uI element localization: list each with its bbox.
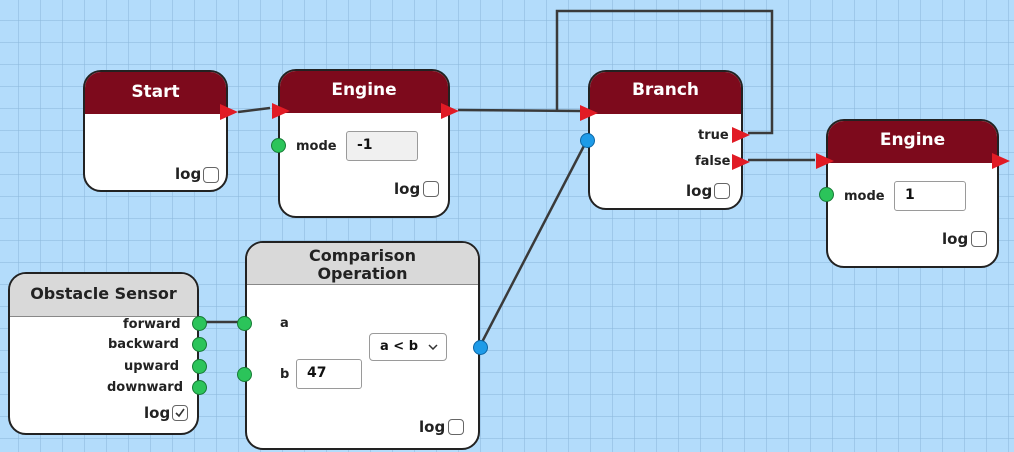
log-checkbox[interactable]	[448, 419, 464, 435]
flow-out-port[interactable]	[441, 103, 459, 119]
condition-input-port[interactable]	[580, 133, 595, 148]
checkmark-icon	[175, 408, 185, 418]
true-label: true	[698, 128, 729, 143]
flow-out-port[interactable]	[220, 104, 238, 120]
forward-output-port[interactable]	[192, 316, 207, 331]
title-line-1: Comparison	[309, 246, 416, 265]
output-label-backward: backward	[108, 337, 179, 352]
log-checkbox[interactable]	[203, 167, 219, 183]
operator-select[interactable]: a < b	[369, 333, 447, 361]
b-value-input[interactable]: 47	[296, 359, 362, 389]
downward-output-port[interactable]	[192, 380, 207, 395]
chevron-down-icon	[428, 344, 438, 350]
log-checkbox[interactable]	[172, 405, 188, 421]
log-label: log	[144, 404, 171, 422]
log-label: log	[686, 182, 713, 200]
result-output-port[interactable]	[473, 340, 488, 355]
comparison-operation-node[interactable]: Comparison Operation a b 47 a < b log	[237, 241, 488, 450]
true-out-port[interactable]	[732, 127, 750, 143]
output-label-downward: downward	[107, 380, 184, 395]
flow-in-port[interactable]	[816, 153, 834, 169]
node-title: Branch	[590, 72, 741, 114]
node-title: Engine	[828, 121, 997, 163]
a-input-port[interactable]	[237, 316, 252, 331]
a-label: a	[280, 316, 289, 331]
log-label: log	[175, 165, 202, 183]
output-label-upward: upward	[124, 359, 180, 374]
operator-value: a < b	[380, 339, 419, 354]
false-label: false	[695, 154, 731, 169]
wire-start-to-engine	[237, 106, 271, 114]
obstacle-sensor-node[interactable]: Obstacle Sensor forward backward upward …	[8, 272, 207, 435]
upward-output-port[interactable]	[192, 359, 207, 374]
mode-input[interactable]: 1	[894, 181, 966, 211]
backward-output-port[interactable]	[192, 337, 207, 352]
node-title: Comparison Operation	[247, 243, 478, 285]
log-label: log	[394, 180, 421, 198]
wire-engine-to-branch	[457, 108, 582, 113]
node-title: Obstacle Sensor	[10, 274, 197, 317]
node-title: Engine	[280, 71, 448, 113]
false-out-port[interactable]	[732, 154, 750, 170]
flow-in-port[interactable]	[272, 103, 290, 119]
log-checkbox[interactable]	[971, 231, 987, 247]
branch-node[interactable]: Branch true false log	[580, 70, 750, 210]
log-label: log	[419, 418, 446, 436]
b-label: b	[280, 367, 290, 382]
engine-node[interactable]: Engine mode 1 log	[816, 119, 1010, 268]
b-input-port[interactable]	[237, 367, 252, 382]
output-label-forward: forward	[123, 317, 181, 332]
flow-in-port[interactable]	[580, 105, 598, 121]
mode-label: mode	[296, 139, 337, 154]
mode-input[interactable]: -1	[346, 131, 418, 161]
engine-node[interactable]: Engine mode -1 log	[271, 69, 459, 218]
log-label: log	[942, 230, 969, 248]
wire-comparison-to-branch-condition	[478, 139, 589, 347]
log-checkbox[interactable]	[714, 183, 730, 199]
mode-input-port[interactable]	[271, 138, 286, 153]
log-checkbox[interactable]	[423, 181, 439, 197]
node-title: Start	[85, 72, 226, 114]
start-node[interactable]: Start log	[83, 70, 238, 192]
flow-out-port[interactable]	[992, 153, 1010, 169]
wire-branch-true-loop	[555, 9, 774, 135]
mode-label: mode	[844, 189, 885, 204]
mode-input-port[interactable]	[819, 187, 834, 202]
title-line-2: Operation	[317, 264, 408, 283]
